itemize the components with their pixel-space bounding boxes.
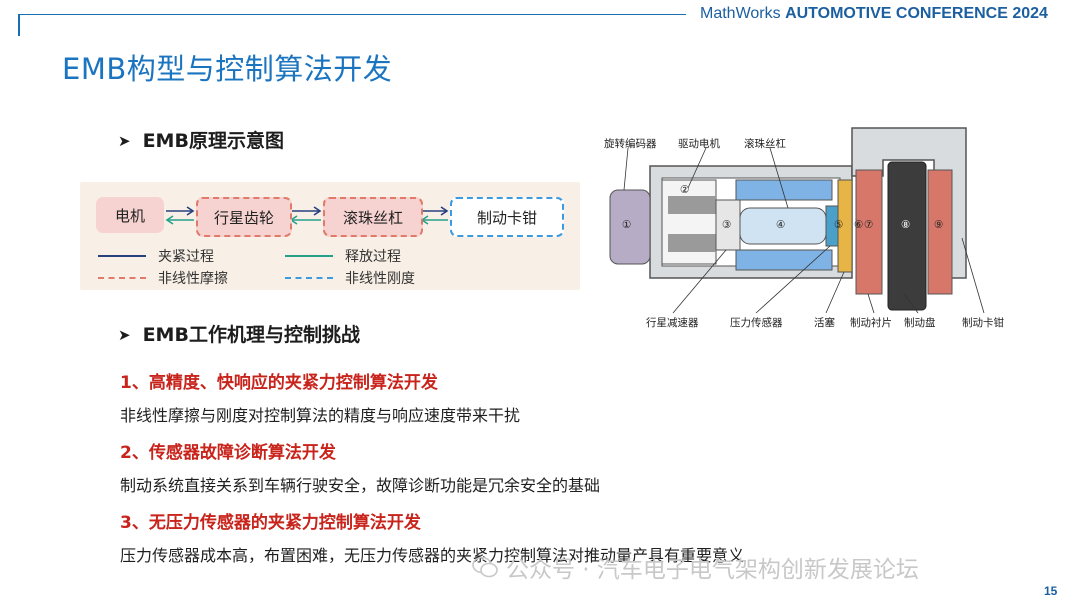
section-heading-principle: ➤ EMB原理示意图 <box>118 126 284 153</box>
conference-brand: MathWorks AUTOMOTIVE CONFERENCE 2024 <box>700 5 1048 23</box>
ball-screw-nut-bottom <box>735 249 833 271</box>
clamp-arrow-head <box>186 206 195 216</box>
label-ball-screw: 滚珠丝杠 <box>744 138 786 150</box>
challenge-body-2: 制动系统直接关系到车辆行驶安全，故障诊断功能是冗余安全的基础 <box>120 476 601 495</box>
legend-friction: 非线性摩擦 <box>98 268 228 288</box>
label-planetary-reducer: 行星减速器 <box>646 317 699 329</box>
challenge-title-2: 2、传感器故障诊断算法开发 <box>120 443 336 463</box>
brake-pad-inner <box>855 169 883 295</box>
challenge-body-3: 压力传感器成本高，布置困难，无压力传感器的夹紧力控制算法对推动量产具有重要意义 <box>120 546 745 565</box>
clamp-arrow-head <box>440 206 449 216</box>
number-5: ⑤ <box>834 219 844 231</box>
leader-line <box>755 245 831 314</box>
leader-line <box>769 147 789 209</box>
leader-line <box>903 293 919 314</box>
node-ball-screw: 滚珠丝杠 <box>323 197 423 237</box>
number-7: ⑦ <box>864 219 874 231</box>
brand-prefix: MathWorks <box>700 5 781 22</box>
ball-screw-nut-top <box>735 179 833 201</box>
bullet-arrow-icon: ➤ <box>118 326 131 344</box>
challenge-title-3: 3、无压力传感器的夹紧力控制算法开发 <box>120 513 421 533</box>
legend-swatch <box>285 255 333 257</box>
emb-structure-diagram: ① ② ③ ④ ⑤ ⑥ ⑦ ⑧ ⑨ 旋转编码器 驱动电机 滚珠丝杠 行星减速器 … <box>598 118 1036 333</box>
leader-line <box>672 249 727 314</box>
leader-line <box>867 293 875 314</box>
legend-swatch <box>98 255 146 257</box>
section-heading-text: EMB原理示意图 <box>142 130 284 152</box>
number-2: ② <box>680 184 690 196</box>
leader-line <box>687 147 707 189</box>
watermark-text: 公众号 · 汽车电子电气架构创新发展论坛 <box>506 557 919 583</box>
number-3: ③ <box>722 219 732 231</box>
challenge-body-1: 非线性摩擦与刚度对控制算法的精度与响应速度带来干扰 <box>120 406 521 425</box>
motor-winding-top <box>668 196 716 214</box>
number-1: ① <box>622 219 632 231</box>
label-drive-motor: 驱动电机 <box>678 138 720 150</box>
legend-label: 非线性刚度 <box>345 271 415 287</box>
wechat-icon <box>472 556 498 578</box>
section-heading-text: EMB工作机理与控制挑战 <box>142 324 360 346</box>
node-planetary-gear: 行星齿轮 <box>196 197 292 237</box>
leader-line <box>623 147 629 191</box>
legend-swatch <box>98 277 146 279</box>
watermark: 公众号 · 汽车电子电气架构创新发展论坛 <box>472 550 919 584</box>
number-9: ⑨ <box>934 219 944 231</box>
flow-arrows <box>165 206 449 225</box>
label-pressure-sensor: 压力传感器 <box>730 317 783 329</box>
legend-label: 释放过程 <box>345 249 401 265</box>
legend-clamp: 夹紧过程 <box>98 246 214 266</box>
emb-cross-section <box>609 127 985 314</box>
node-motor: 电机 <box>96 197 164 233</box>
legend-label: 夹紧过程 <box>158 249 214 265</box>
number-8: ⑧ <box>901 219 911 231</box>
legend-release: 释放过程 <box>285 246 401 266</box>
section-heading-mechanism: ➤ EMB工作机理与控制挑战 <box>118 320 360 347</box>
label-rotary-encoder: 旋转编码器 <box>604 138 657 150</box>
legend-swatch <box>285 277 333 279</box>
challenge-title-1: 1、高精度、快响应的夹紧力控制算法开发 <box>120 373 438 393</box>
slide-title: EMB构型与控制算法开发 <box>62 52 393 86</box>
header-rule <box>18 14 686 15</box>
release-arrow-head <box>165 215 174 225</box>
label-brake-disc: 制动盘 <box>904 317 936 329</box>
label-piston: 活塞 <box>814 317 835 329</box>
leader-line <box>961 237 985 314</box>
label-brake-caliper: 制动卡钳 <box>962 317 1004 329</box>
clamp-arrow-head <box>313 206 322 216</box>
page-number: 15 <box>1044 584 1058 598</box>
legend-label: 非线性摩擦 <box>158 271 228 287</box>
principle-diagram: 电机 行星齿轮 滚珠丝杠 制动卡钳 夹紧过程 释放过程 非线性摩擦 非线性刚度 <box>80 182 580 290</box>
bullet-arrow-icon: ➤ <box>118 132 131 150</box>
legend-stiffness: 非线性刚度 <box>285 268 415 288</box>
node-brake-caliper: 制动卡钳 <box>450 197 564 237</box>
encoder <box>609 189 651 265</box>
header-accent-line <box>18 14 20 36</box>
brake-pad-outer <box>927 169 953 295</box>
brake-disc <box>887 161 927 311</box>
number-4: ④ <box>776 219 786 231</box>
number-6: ⑥ <box>854 219 864 231</box>
label-brake-lining: 制动衬片 <box>850 317 892 329</box>
motor-winding-bottom <box>668 234 716 252</box>
brand-strong: AUTOMOTIVE CONFERENCE 2024 <box>785 5 1048 22</box>
leader-line <box>825 271 845 314</box>
piston <box>837 179 853 273</box>
